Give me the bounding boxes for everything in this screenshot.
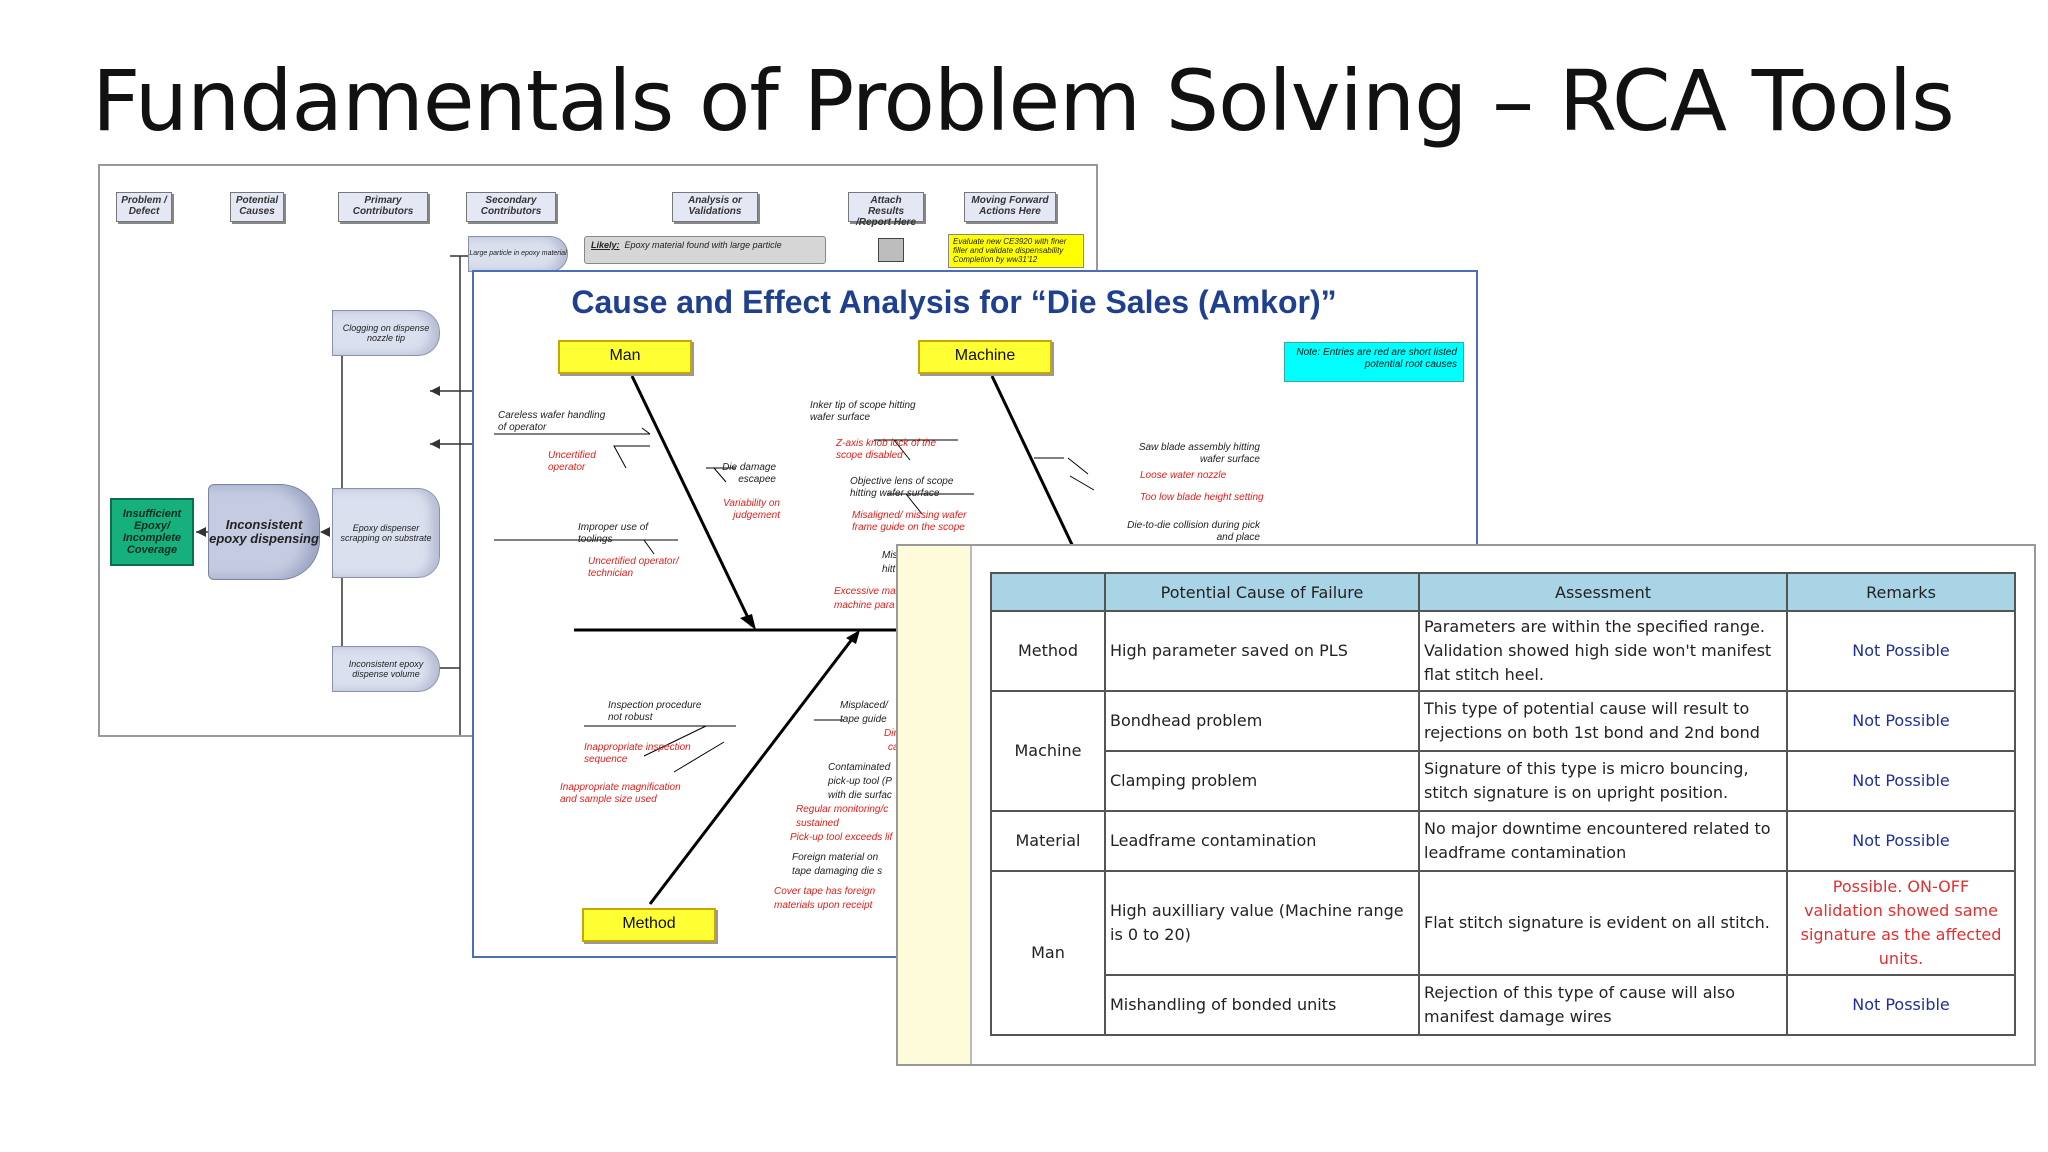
man-cause-2: Uncertified operator (548, 450, 596, 473)
rca-table-image: Potential Cause of Failure Assessment Re… (896, 544, 2036, 1066)
primary-contributor-1: Clogging on dispense nozzle tip (332, 310, 440, 356)
category-cell: Machine (990, 690, 1106, 812)
header-attach-results: Attach Results /Report Here (848, 192, 924, 228)
assessment-cell: Flat stitch signature is evident on all … (1418, 870, 1788, 976)
header-blank (990, 572, 1106, 612)
man-cause-4: Variability on judgement (723, 498, 780, 521)
method-cause-16: Cover tape has foreign (774, 886, 876, 897)
category-cell: Material (990, 810, 1106, 872)
header-cause: Potential Cause of Failure (1104, 572, 1420, 612)
action-box: Evaluate new CE3920 with finer filler an… (948, 234, 1084, 268)
method-cause-8: Contaminated (828, 762, 891, 773)
table-row: Method High parameter saved on PLS Param… (990, 610, 2016, 692)
primary-contributor-2: Epoxy dispenser scrapping on substrate (332, 488, 440, 578)
category-cell: Method (990, 610, 1106, 692)
header-analysis-validations: Analysis or Validations (672, 192, 758, 222)
likely-analysis-box: Likely: Epoxy material found with large … (584, 236, 826, 264)
header-moving-forward: Moving Forward Actions Here (964, 192, 1056, 222)
potential-cause-box: Inconsistent epoxy dispensing (208, 484, 320, 580)
cause-cell: High auxilliary value (Machine range is … (1104, 870, 1420, 976)
assessment-cell: This type of potential cause will result… (1418, 690, 1788, 752)
remark-cell: Not Possible (1786, 974, 2016, 1036)
table-row: Machine Bondhead problem This type of po… (990, 690, 2016, 812)
table-row: Clamping problem Signature of this type … (991, 750, 2016, 812)
method-cause-7: ca (888, 742, 899, 753)
cause-cell: Clamping problem (1104, 750, 1420, 812)
category-cell: Man (990, 870, 1106, 1036)
assessment-cell: No major downtime encountered related to… (1418, 810, 1788, 872)
machine-cause-12: machine para (834, 600, 895, 611)
machine-cause-2: Z-axis knob lock of the scope disabled (836, 438, 937, 461)
likely-label: Likely: (591, 240, 620, 250)
table-row: Mishandling of bonded units Rejection of… (991, 974, 2016, 1036)
method-cause-10: with die surfac (828, 790, 892, 801)
assessment-cell: Parameters are within the specified rang… (1418, 610, 1788, 692)
cause-cell: High parameter saved on PLS (1104, 610, 1420, 692)
remark-cell: Not Possible (1786, 810, 2016, 872)
problem-defect-box: Insufficient Epoxy/ Incomplete Coverage (110, 498, 194, 566)
header-assessment: Assessment (1418, 572, 1788, 612)
method-cause-12: sustained (796, 818, 839, 829)
machine-cause-3: Objective lens of scope hitting wafer su… (850, 476, 954, 499)
table-left-margin (898, 546, 972, 1064)
machine-cause-6: Loose water nozzle (1140, 470, 1227, 481)
category-man: Man (558, 340, 692, 374)
table-header-row: Potential Cause of Failure Assessment Re… (990, 572, 2016, 612)
man-cause-1: Careless wafer handling of operator (498, 410, 606, 433)
method-cause-2: Inappropriate inspection sequence (584, 742, 691, 765)
method-cause-15: tape damaging die s (792, 866, 883, 877)
method-cause-11: Regular monitoring/c (796, 804, 889, 815)
method-cause-13: Pick-up tool exceeds lif (790, 832, 893, 843)
cause-cell: Bondhead problem (1104, 690, 1420, 752)
remark-cell: Not Possible (1786, 610, 2016, 692)
machine-cause-11: Excessive ma (834, 586, 896, 597)
remark-cell: Not Possible (1786, 690, 2016, 752)
remark-cell: Not Possible (1786, 750, 2016, 812)
cause-cell: Mishandling of bonded units (1104, 974, 1420, 1036)
machine-cause-4: Misaligned/ missing wafer frame guide on… (852, 510, 967, 533)
method-cause-17: materials upon receipt (774, 900, 873, 911)
machine-cause-5: Saw blade assembly hitting wafer surface (1138, 442, 1260, 465)
machine-cause-7: Too low blade height setting (1140, 492, 1264, 503)
table-row: Man High auxilliary value (Machine range… (990, 870, 2016, 1036)
fishbone-title: Cause and Effect Analysis for “Die Sales… (571, 284, 1337, 320)
table-row: Material Leadframe contamination No majo… (990, 810, 2016, 872)
man-cause-3: Die damage escapee (722, 462, 776, 485)
header-potential-causes: Potential Causes (230, 192, 284, 222)
remark-cell: Possible. ON-OFF validation showed same … (1786, 870, 2016, 976)
method-cause-1: Inspection procedure not robust (608, 700, 702, 723)
machine-cause-9: Mis (882, 550, 898, 561)
assessment-cell: Signature of this type is micro bouncing… (1418, 750, 1788, 812)
man-cause-6: Uncertified operator/ technician (588, 556, 679, 579)
slide-title: Fundamentals of Problem Solving – RCA To… (92, 52, 1955, 150)
method-cause-5: tape guide (840, 714, 887, 725)
category-machine: Machine (918, 340, 1052, 374)
method-cause-6: Dir (884, 728, 897, 739)
assessment-cell: Rejection of this type of cause will als… (1418, 974, 1788, 1036)
method-cause-4: Misplaced/ (840, 700, 888, 711)
man-cause-5: Improper use of toolings (578, 522, 649, 545)
secondary-contributor-1: Large particle in epoxy material (468, 236, 568, 272)
rca-assessment-table: Potential Cause of Failure Assessment Re… (990, 572, 2016, 1036)
machine-cause-10: hitt (882, 564, 896, 575)
header-remarks: Remarks (1786, 572, 2016, 612)
attach-results-placeholder (878, 238, 904, 262)
method-cause-3: Inappropriate magnification and sample s… (560, 782, 681, 805)
header-problem-defect: Problem / Defect (116, 192, 172, 222)
method-cause-9: pick-up tool (P (828, 776, 892, 787)
cause-cell: Leadframe contamination (1104, 810, 1420, 872)
machine-cause-8: Die-to-die collision during pick and pla… (1127, 520, 1260, 543)
header-secondary-contributors: Secondary Contributors (466, 192, 556, 222)
method-cause-14: Foreign material on (792, 852, 879, 863)
fishbone-note: Note: Entries are red are short listed p… (1284, 342, 1464, 382)
category-method: Method (582, 908, 716, 942)
machine-cause-1: Inker tip of scope hitting wafer surface (810, 400, 916, 423)
header-primary-contributors: Primary Contributors (338, 192, 428, 222)
primary-contributor-3: Inconsistent epoxy dispense volume (332, 646, 440, 692)
likely-text: Epoxy material found with large particle (624, 240, 782, 250)
